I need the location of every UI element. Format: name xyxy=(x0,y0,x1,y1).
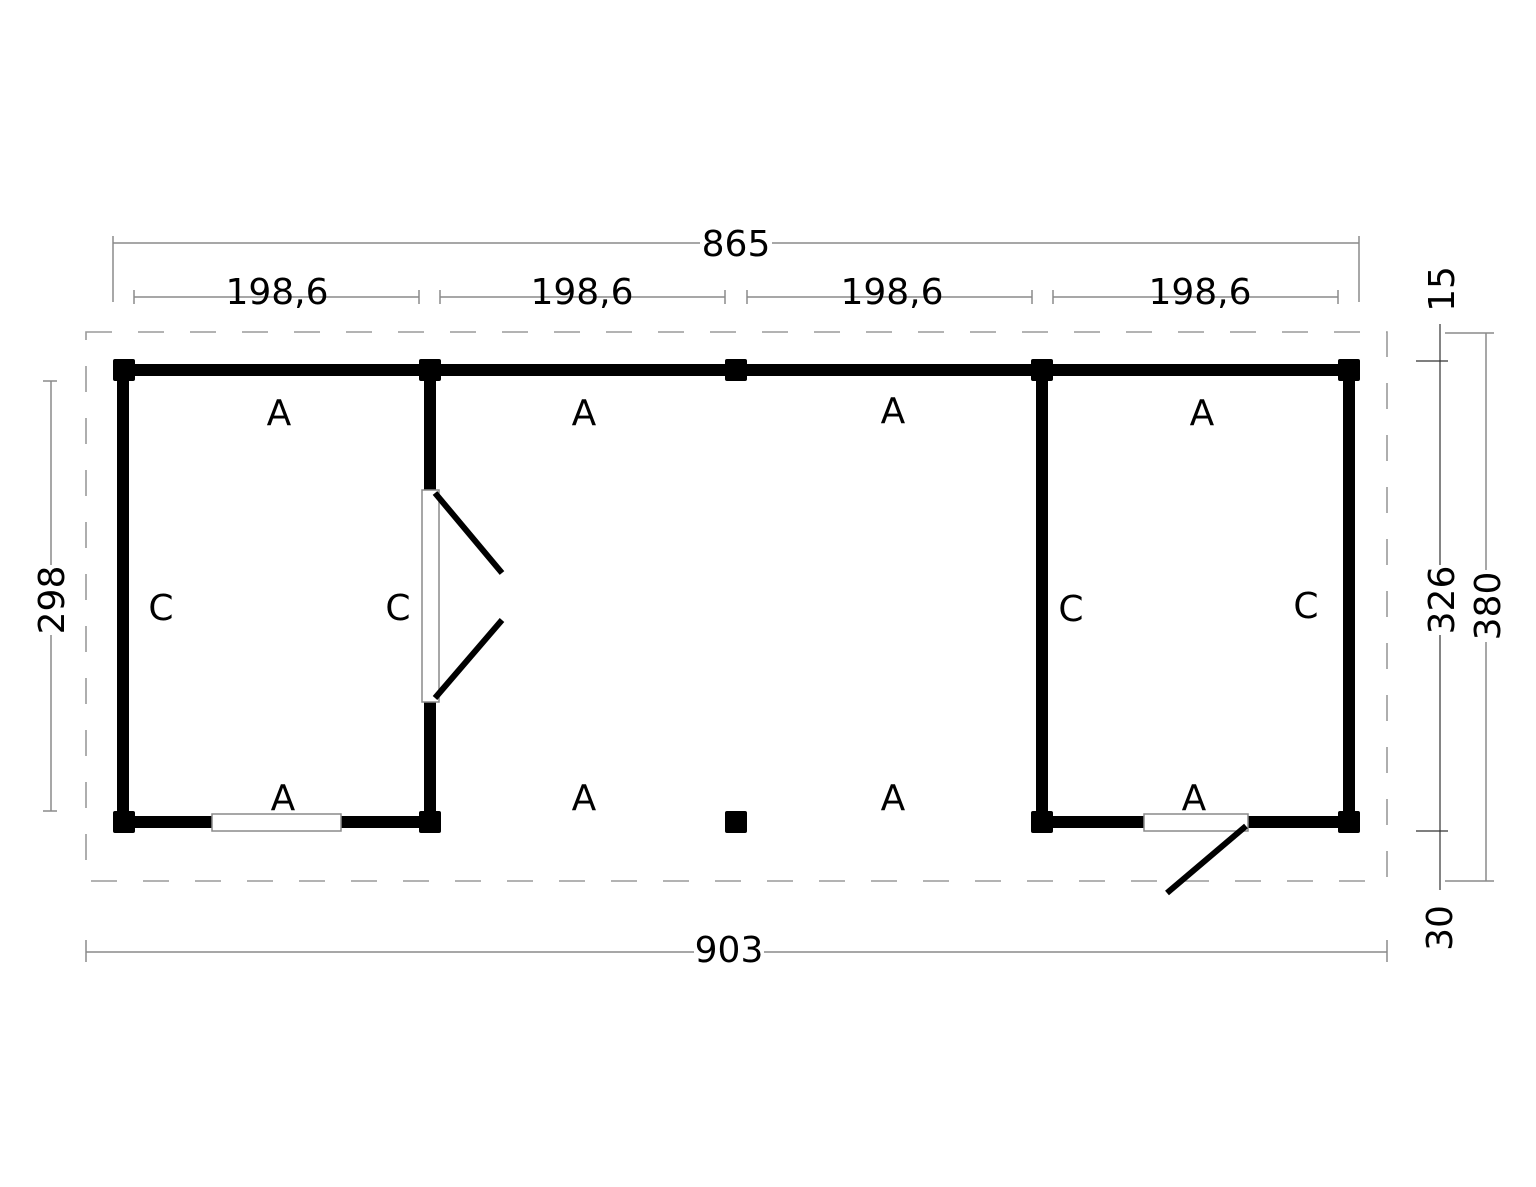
wall-label-side-3: C xyxy=(1058,589,1083,630)
dimension-top-segment-2: 198,6 xyxy=(439,272,726,313)
dimension-label: 198,6 xyxy=(840,272,943,313)
dimension-top-total: 865 xyxy=(112,224,1360,302)
wall-label-top-3: A xyxy=(881,391,906,432)
wall-label-bottom-2: A xyxy=(572,778,597,819)
dimension-top-segment-1: 198,6 xyxy=(133,272,420,313)
posts xyxy=(113,359,1360,833)
post xyxy=(1338,811,1360,833)
dimension-bottom-total: 903 xyxy=(85,930,1388,971)
dimension-label: 903 xyxy=(695,930,764,971)
dimension-overhang-bottom: 30 xyxy=(1420,905,1461,951)
wall-label-top-4: A xyxy=(1190,393,1215,434)
post xyxy=(1031,811,1053,833)
dimension-right-outer: 380 xyxy=(1445,332,1509,882)
post xyxy=(1338,359,1360,381)
dimension-label: 198,6 xyxy=(225,272,328,313)
dimension-label: 198,6 xyxy=(530,272,633,313)
wall-label-side-2: C xyxy=(385,588,410,629)
door-leaf-upper xyxy=(432,491,505,575)
door-leaf-lower xyxy=(432,618,505,700)
dimension-label: 865 xyxy=(702,224,771,265)
dimension-top-segment-3: 198,6 xyxy=(746,272,1033,313)
dimension-overhang-top: 15 xyxy=(1422,266,1463,312)
dimension-label: 198,6 xyxy=(1148,272,1251,313)
post xyxy=(725,811,747,833)
post xyxy=(113,811,135,833)
walls xyxy=(117,364,1355,828)
door-frame-bottom-right xyxy=(1143,813,1249,832)
wall-labels: A A A A A A A A C C C C xyxy=(148,391,1318,819)
dimension-top-segment-4: 198,6 xyxy=(1052,272,1339,313)
wall-label-top-1: A xyxy=(267,393,292,434)
window-bottom-left xyxy=(211,813,342,832)
post xyxy=(419,811,441,833)
door-leaf-bottom-right xyxy=(1165,823,1248,896)
wall-label-side-4: C xyxy=(1293,586,1318,627)
dimension-right-inner: 326 15 30 xyxy=(1416,266,1463,951)
dimension-label: 380 xyxy=(1468,572,1509,641)
wall-label-bottom-4: A xyxy=(1182,778,1207,819)
post xyxy=(725,359,747,381)
double-door-frame xyxy=(421,489,440,703)
wall-label-bottom-3: A xyxy=(881,778,906,819)
post xyxy=(113,359,135,381)
post xyxy=(419,359,441,381)
dimension-left-height: 298 xyxy=(32,380,73,812)
dimension-label: 298 xyxy=(32,566,73,635)
post xyxy=(1031,359,1053,381)
wall-label-side-1: C xyxy=(148,588,173,629)
roof-outline xyxy=(85,331,1388,882)
wall-label-top-2: A xyxy=(572,393,597,434)
wall-label-bottom-1: A xyxy=(271,778,296,819)
dimension-label: 326 xyxy=(1422,566,1463,635)
